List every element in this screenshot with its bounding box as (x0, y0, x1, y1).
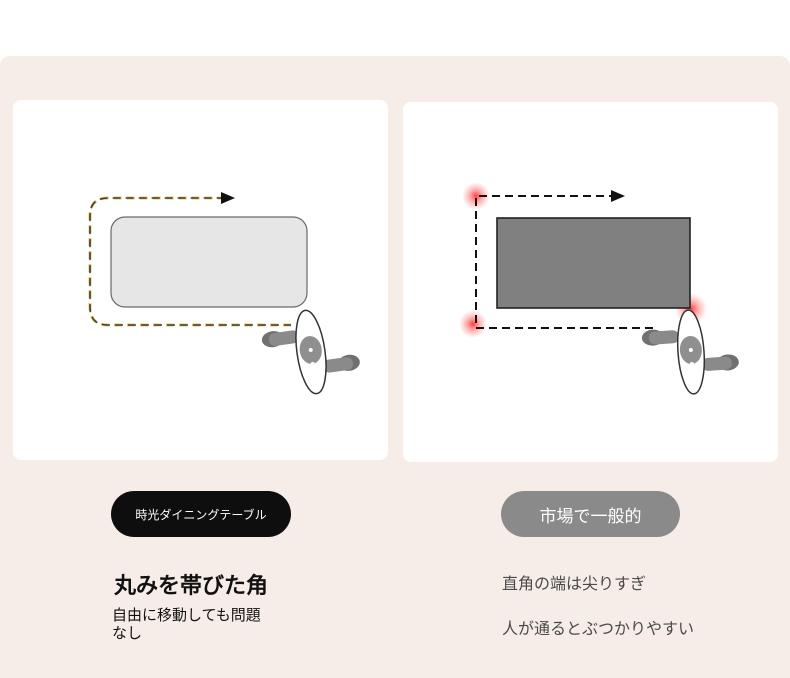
market-common-pill: 市場で一般的 (501, 491, 680, 537)
person-icon (641, 309, 739, 395)
market-common-label: 市場で一般的 (539, 506, 642, 527)
rounded-table-illustration (88, 192, 360, 395)
left-description-line: なし (112, 624, 143, 642)
corner-highlight (459, 310, 487, 338)
product-name-label: 時光ダイニングテーブル (135, 507, 267, 522)
square-table-card (403, 102, 778, 462)
product-name-pill: 時光ダイニングテーブル (111, 491, 291, 537)
square-table-illustration (459, 182, 739, 395)
arrow-icon (221, 192, 235, 204)
left-description: 自由に移動しても問題 なし (112, 606, 302, 642)
left-description-line: 自由に移動しても問題 (112, 606, 261, 624)
arrow-icon (611, 190, 625, 202)
left-title: 丸みを帯びた角 (114, 574, 269, 599)
corner-highlight (462, 182, 490, 210)
rounded-table (110, 216, 308, 308)
right-description-line: 人が通るとぶつかりやすい (502, 619, 695, 638)
walking-path (475, 195, 653, 329)
right-description-line: 直角の端は尖りすぎ (502, 574, 647, 593)
rounded-table-card (13, 100, 388, 460)
square-table (496, 217, 691, 309)
person-icon (261, 309, 360, 395)
